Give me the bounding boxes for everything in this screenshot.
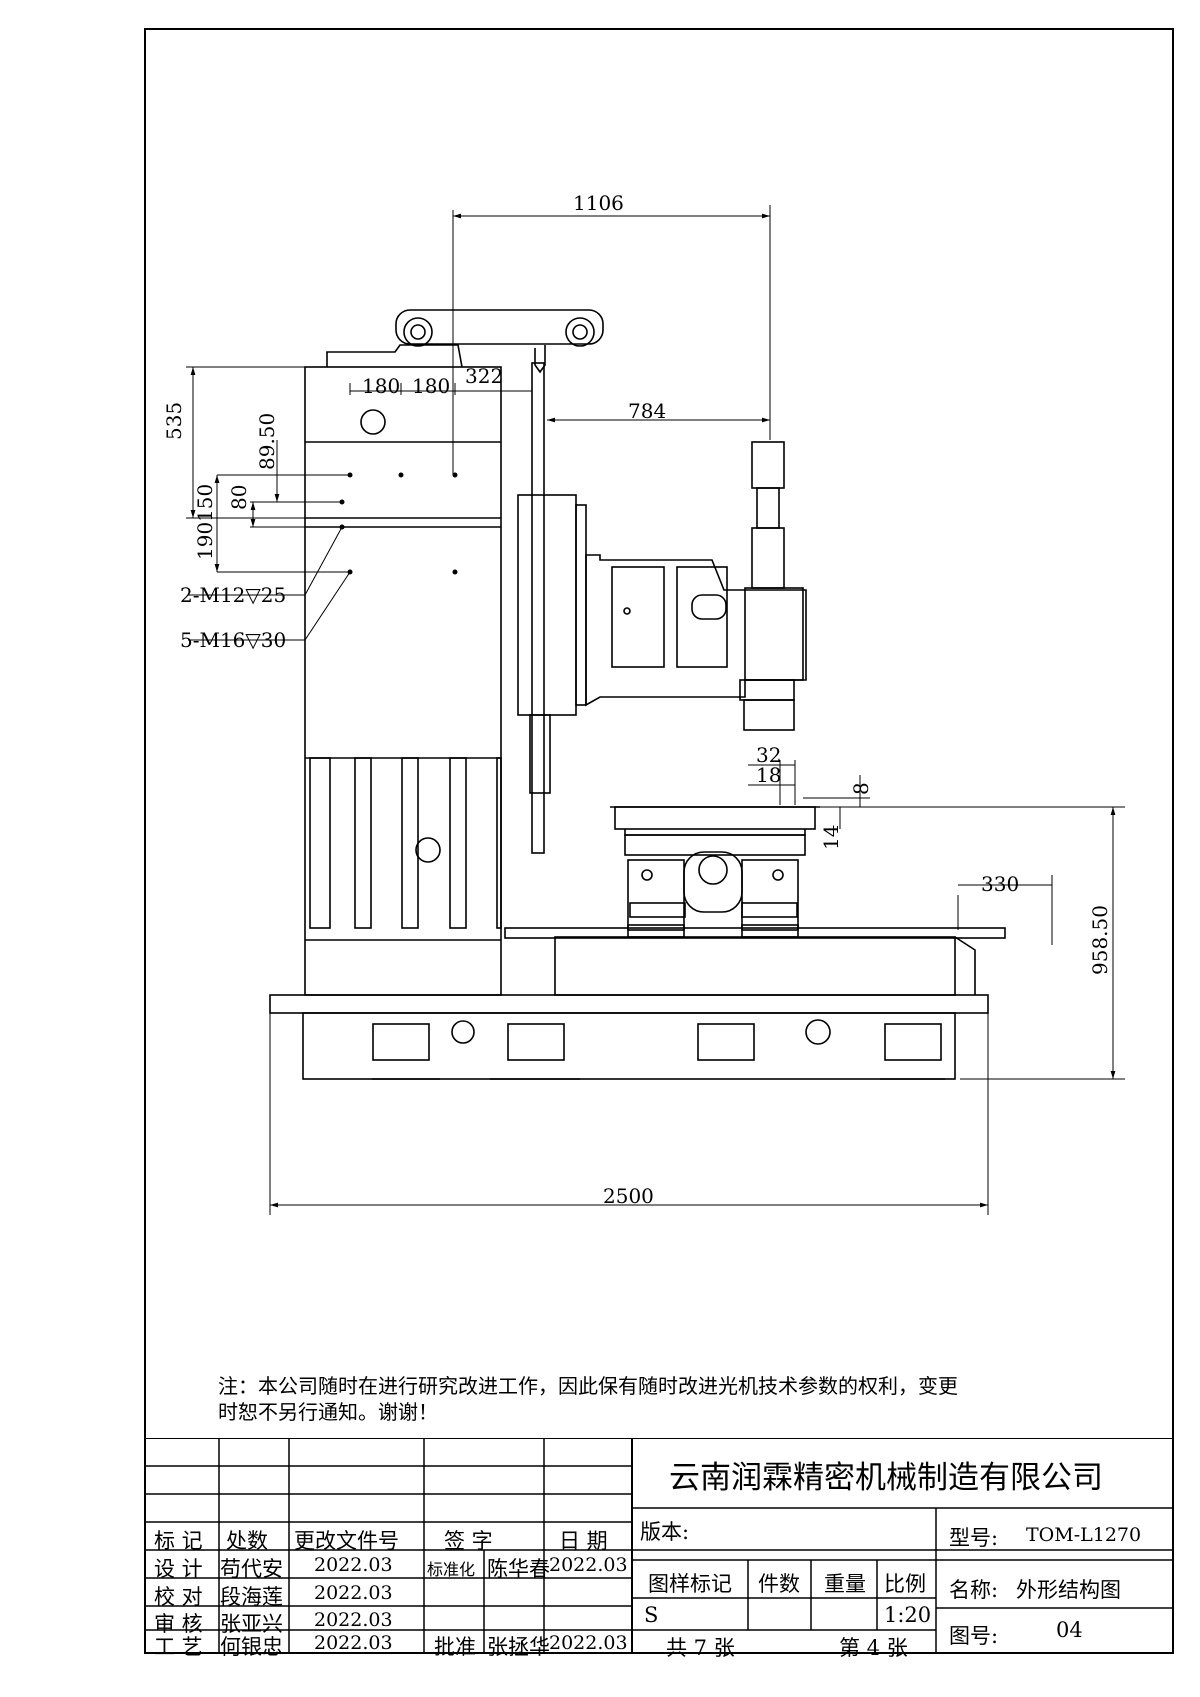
dim-80: 80 xyxy=(227,485,251,510)
thread-callout-m12: 2-M12▽25 xyxy=(180,583,286,607)
spindle-head xyxy=(517,362,807,854)
sample-mark-label: 图样标记 xyxy=(648,1572,732,1596)
weight-label: 重量 xyxy=(824,1572,866,1596)
date-check: 2022.03 xyxy=(314,1582,393,1604)
work-table xyxy=(504,806,1006,996)
drawing-number-value: 04 xyxy=(1056,1618,1083,1642)
date-process: 2022.03 xyxy=(314,1632,393,1654)
dim-150: 150 xyxy=(193,484,217,522)
dim-535: 535 xyxy=(162,402,186,440)
title-block-grid xyxy=(144,1438,1174,1654)
header-change-doc: 更改文件号 xyxy=(294,1529,399,1553)
disclaimer-note: 注：本公司随时在进行研究改进工作，因此保有随时改进光机技术参数的权利，变更 时恕… xyxy=(218,1373,1118,1425)
dim-322: 322 xyxy=(465,364,503,388)
scale-label: 比例 xyxy=(884,1572,926,1596)
machine-base xyxy=(269,994,989,1080)
note-line-2: 时恕不另行通知。谢谢！ xyxy=(218,1400,438,1424)
standardization-date: 2022.03 xyxy=(549,1554,628,1576)
role-check: 校 对 xyxy=(154,1585,203,1609)
company-name: 云南润霖精密机械制造有限公司 xyxy=(669,1460,1103,1496)
date-review: 2022.03 xyxy=(314,1609,393,1631)
thread-callout-m16: 5-M16▽30 xyxy=(180,628,286,652)
header-signature: 签 字 xyxy=(444,1529,493,1553)
name-process: 何银忠 xyxy=(220,1635,283,1659)
role-review: 审 核 xyxy=(154,1612,203,1636)
quantity-label: 件数 xyxy=(758,1572,800,1596)
counterweight-pulleys xyxy=(395,309,604,374)
approval-label: 批准 xyxy=(434,1635,476,1659)
dim-190: 190 xyxy=(193,522,217,560)
role-process: 工 艺 xyxy=(154,1635,203,1659)
bolt-hole-marks xyxy=(339,472,458,575)
dim-180-right: 180 xyxy=(412,374,450,398)
dim-330: 330 xyxy=(981,872,1019,896)
dim-14: 14 xyxy=(819,825,843,850)
name-check: 段海莲 xyxy=(220,1585,283,1609)
name-label: 名称: xyxy=(949,1578,999,1602)
approval-date: 2022.03 xyxy=(549,1632,628,1654)
dim-1106: 1106 xyxy=(573,191,624,215)
dim-32: 32 xyxy=(756,743,781,767)
dim-2500: 2500 xyxy=(603,1184,654,1208)
version-label: 版本: xyxy=(640,1520,690,1544)
dim-180-left: 180 xyxy=(362,374,400,398)
scale-value: 1:20 xyxy=(884,1603,932,1627)
header-mark: 标 记 xyxy=(154,1529,203,1553)
model-label: 型号: xyxy=(949,1526,999,1550)
model-value: TOM-L1270 xyxy=(1026,1524,1142,1546)
header-date: 日 期 xyxy=(559,1529,608,1553)
dim-958-50: 958.50 xyxy=(1088,905,1112,975)
date-design: 2022.03 xyxy=(314,1554,393,1576)
sheets-total: 共 7 张 xyxy=(666,1636,735,1660)
drawing-number-label: 图号: xyxy=(949,1624,999,1648)
column xyxy=(304,344,502,996)
standardization-label: 标准化 xyxy=(427,1560,476,1579)
title-block: 云南润霖精密机械制造有限公司 标 记 处数 更改文件号 签 字 日 期 设 计 … xyxy=(144,1438,1174,1660)
sample-mark-value: S xyxy=(644,1603,659,1627)
role-design: 设 计 xyxy=(154,1557,203,1581)
dimension-lines xyxy=(186,205,1125,1215)
dim-18: 18 xyxy=(756,763,781,787)
dim-89-50: 89.50 xyxy=(255,413,279,470)
dim-784: 784 xyxy=(628,399,666,423)
sheet-number: 第 4 张 xyxy=(839,1636,908,1660)
dim-8: 8 xyxy=(849,782,873,795)
approval-name: 张拯华 xyxy=(487,1635,550,1659)
name-review: 张亚兴 xyxy=(220,1612,283,1636)
note-line-1: 注：本公司随时在进行研究改进工作，因此保有随时改进光机技术参数的权利，变更 xyxy=(218,1374,958,1398)
standardization-name: 陈华春 xyxy=(487,1557,550,1581)
name-value: 外形结构图 xyxy=(1016,1578,1121,1602)
name-design: 苟代安 xyxy=(220,1557,283,1581)
header-count: 处数 xyxy=(226,1529,268,1553)
